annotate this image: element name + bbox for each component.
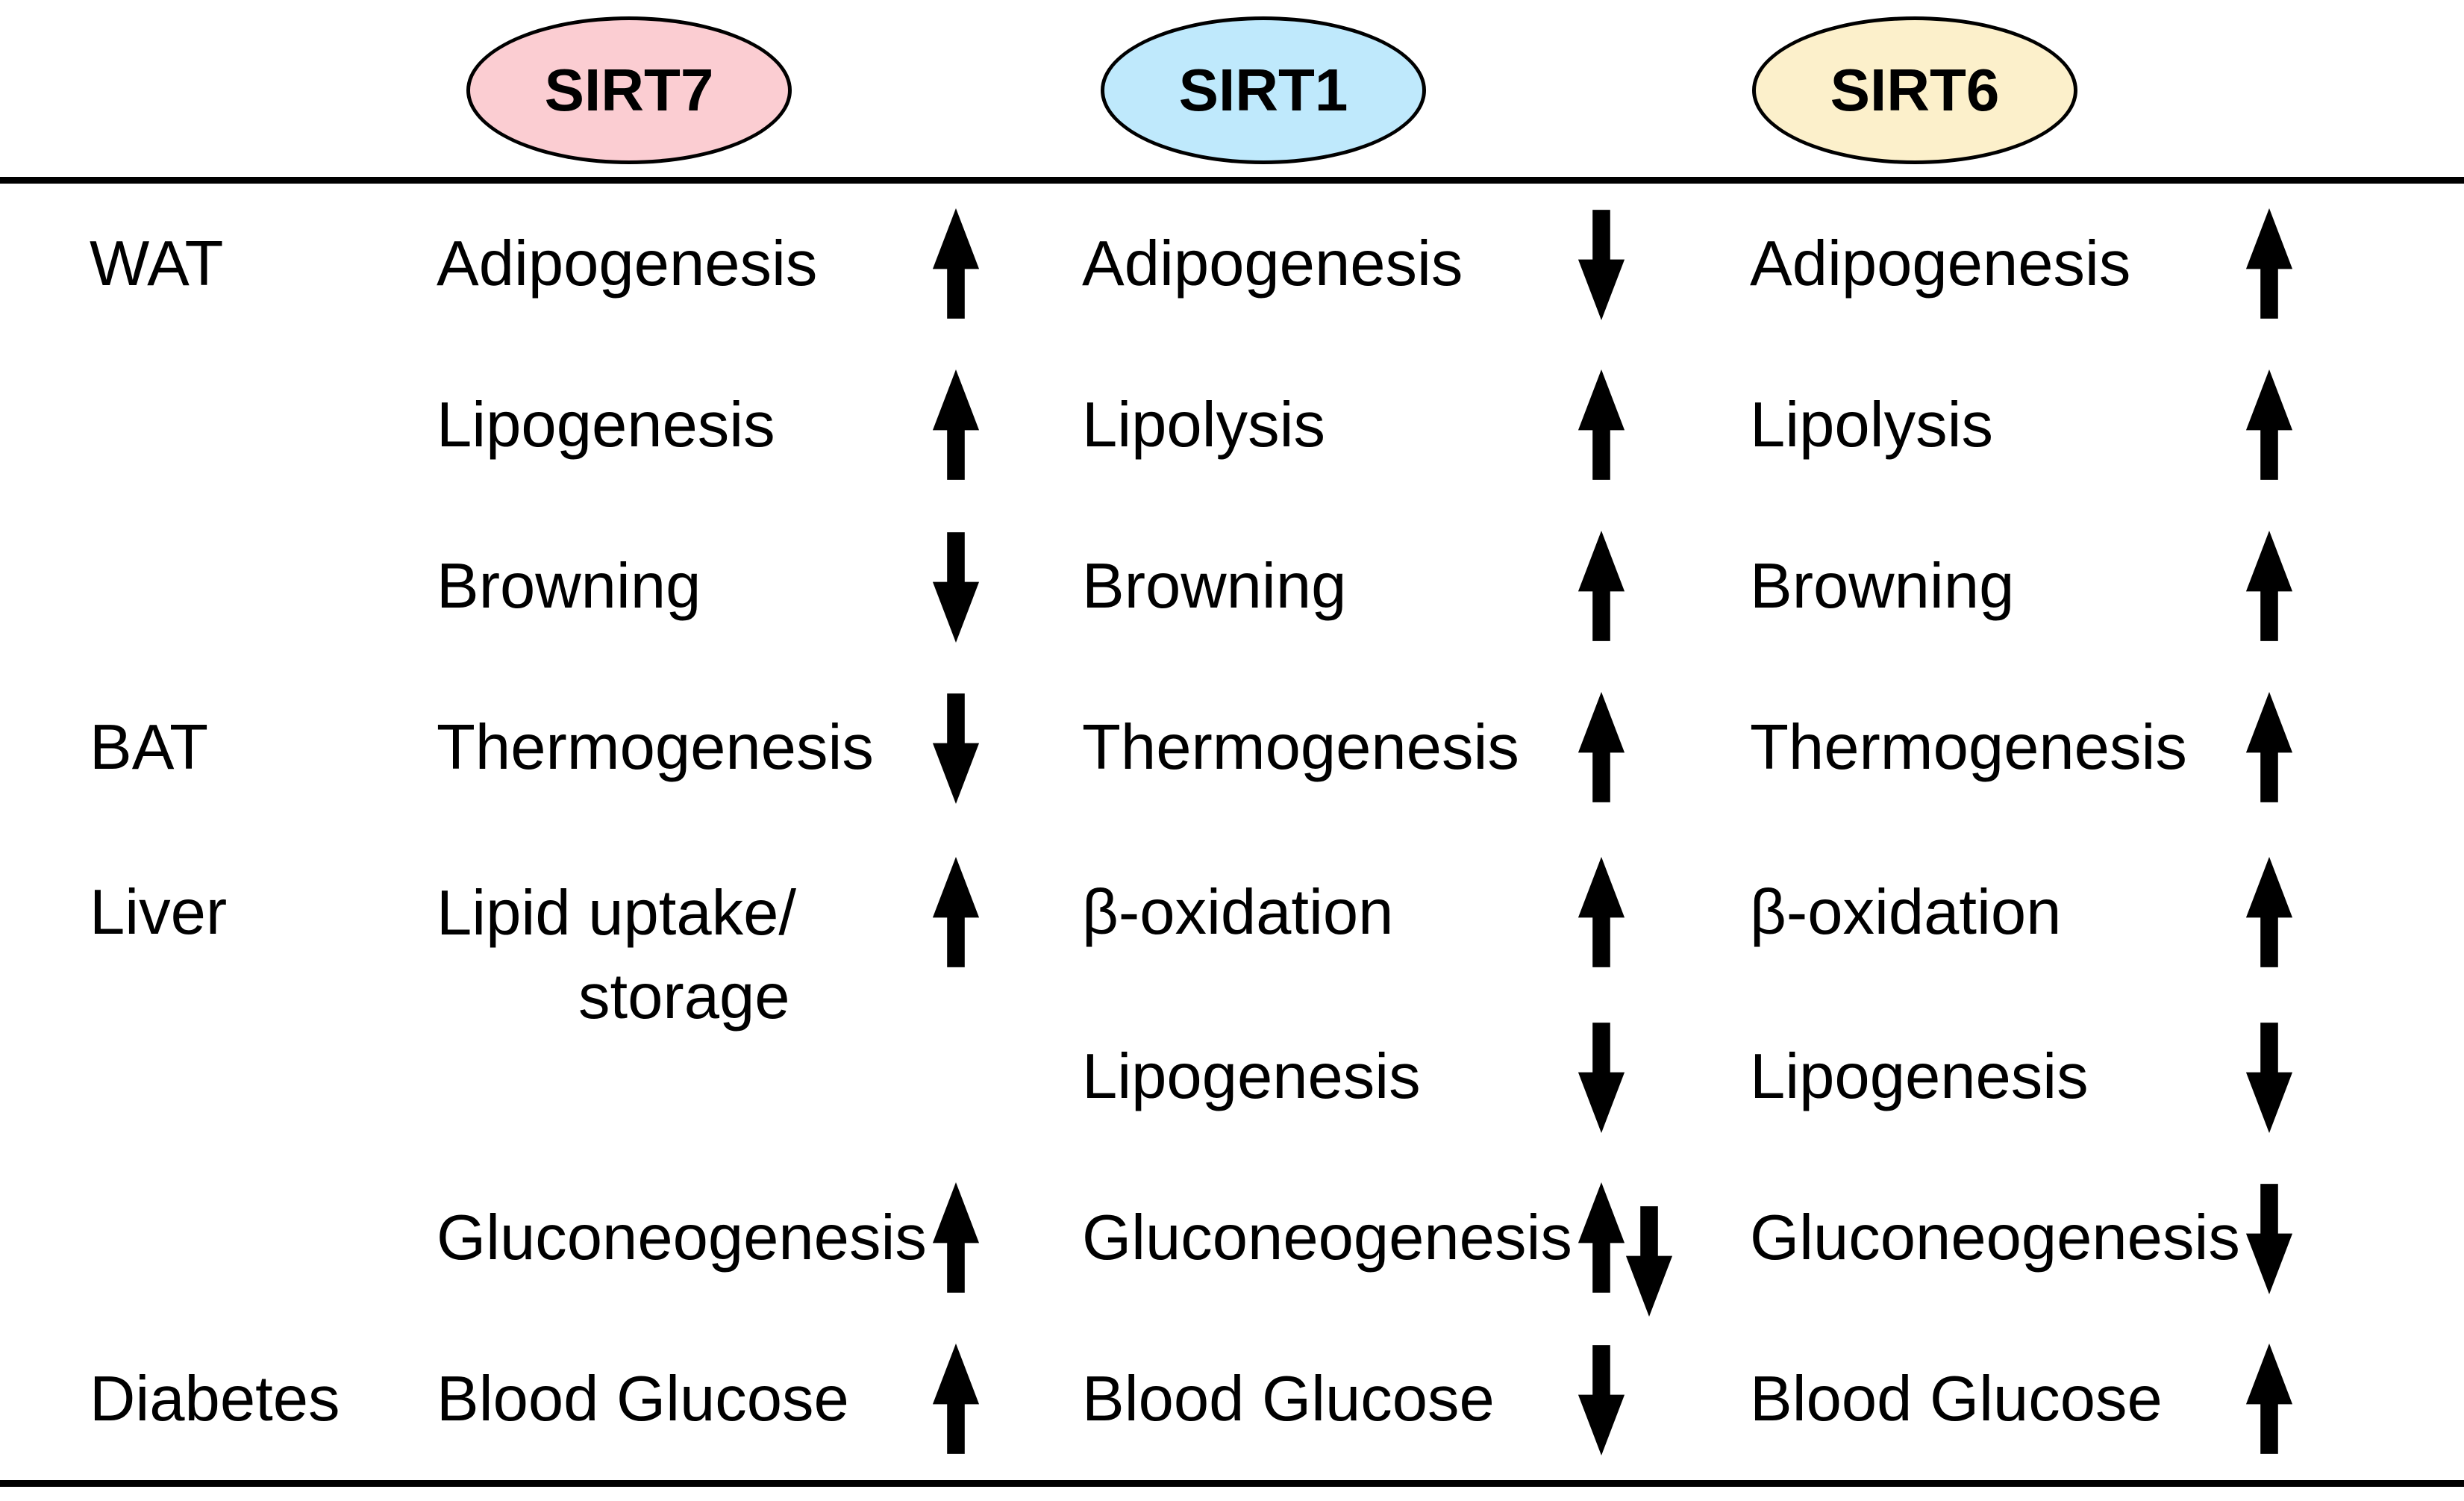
tissue-label: Liver — [90, 876, 228, 948]
direction-arrow — [2242, 506, 2464, 667]
direction-arrow — [2242, 667, 2464, 828]
tissue-label — [90, 506, 437, 667]
down-arrow-icon — [932, 693, 980, 805]
process-line2: storage — [578, 961, 790, 1032]
process-label: Adipogenesis — [437, 228, 818, 300]
process-label: Gluconeogenesis — [1082, 1202, 1572, 1273]
direction-arrow — [1575, 996, 1750, 1158]
up-arrow-icon — [2245, 208, 2293, 319]
up-arrow-icon — [2245, 692, 2293, 803]
process-label: Lipolysis — [1750, 390, 1993, 461]
sirt6-ellipse: SIRT6 — [1752, 16, 2077, 164]
left-margin — [0, 996, 90, 1158]
down-arrow-icon — [1577, 1022, 1625, 1133]
direction-arrow — [1575, 184, 1750, 345]
direction-arrow — [929, 184, 1082, 345]
down-arrow-icon — [932, 532, 980, 643]
up-arrow-icon — [1577, 531, 1625, 642]
process-label-two-line: Lipid uptake/ storage — [437, 872, 796, 1039]
tissue-label: Diabetes — [90, 1363, 340, 1435]
tissue-label: BAT — [90, 712, 209, 784]
up-arrow-icon — [932, 1182, 980, 1293]
process-label: Gluconeogenesis — [437, 1202, 927, 1273]
up-arrow-icon — [1577, 1182, 1625, 1293]
left-margin — [0, 829, 90, 996]
tissue-label — [90, 996, 437, 1158]
down-arrow-icon — [2245, 1022, 2293, 1133]
left-margin — [0, 1319, 90, 1480]
tissue-label — [90, 1158, 437, 1319]
bottom-divider — [0, 1480, 2464, 1487]
sirt1-ellipse: SIRT1 — [1101, 16, 1426, 164]
up-arrow-icon — [2245, 856, 2293, 967]
direction-arrow — [929, 345, 1082, 506]
direction-arrow — [2242, 184, 2464, 345]
process-label: Blood Glucose — [437, 1363, 849, 1435]
top-divider — [0, 177, 2464, 184]
process-label: Blood Glucose — [1750, 1363, 2163, 1435]
direction-arrow — [929, 667, 1082, 828]
process-label: β-oxidation — [1750, 876, 2062, 948]
left-margin — [0, 667, 90, 828]
direction-arrow — [929, 829, 1082, 996]
direction-arrow — [2242, 996, 2464, 1158]
direction-arrow — [1575, 345, 1750, 506]
process-label: Browning — [1750, 551, 2015, 622]
direction-arrow — [2242, 345, 2464, 506]
left-margin — [0, 184, 90, 345]
process-label: Thermogenesis — [437, 712, 874, 784]
process-label: Lipogenesis — [1082, 1040, 1421, 1112]
tissue-label — [90, 345, 437, 506]
direction-arrow — [929, 996, 1082, 1158]
direction-arrow — [2242, 1158, 2464, 1319]
process-label: Lipogenesis — [437, 390, 775, 461]
process-label: Browning — [437, 551, 701, 622]
process-label: Gluconeogenesis — [1750, 1202, 2240, 1273]
left-margin — [0, 1158, 90, 1319]
table-body: WAT Adipogenesis Adipogenesis Adipogenes… — [0, 184, 2464, 1480]
up-arrow-icon — [932, 369, 980, 481]
up-arrow-icon — [932, 1343, 980, 1454]
sirt7-ellipse: SIRT7 — [466, 16, 792, 164]
process-line1: Lipid uptake/ — [437, 877, 797, 949]
up-arrow-icon — [1577, 692, 1625, 803]
up-arrow-icon — [2245, 369, 2293, 481]
process-label: Adipogenesis — [1082, 228, 1463, 300]
direction-arrow — [929, 1319, 1082, 1480]
up-arrow-icon — [2245, 531, 2293, 642]
direction-arrow — [1575, 1319, 1750, 1480]
process-label: Adipogenesis — [1750, 228, 2131, 300]
process-label: β-oxidation — [1082, 876, 1394, 948]
direction-arrow — [929, 506, 1082, 667]
process-label: Thermogenesis — [1082, 712, 1519, 784]
direction-arrow — [929, 1158, 1082, 1319]
process-label: Lipolysis — [1082, 390, 1325, 461]
direction-arrow — [1575, 506, 1750, 667]
up-arrow-icon — [2245, 1343, 2293, 1454]
direction-arrow — [1575, 829, 1750, 996]
direction-arrow — [1575, 667, 1750, 828]
up-arrow-icon — [1577, 856, 1625, 967]
sirt6-label: SIRT6 — [1830, 57, 2000, 123]
direction-arrow — [2242, 1319, 2464, 1480]
process-label: Blood Glucose — [1082, 1363, 1495, 1435]
direction-arrow — [1575, 1158, 1750, 1319]
up-arrow-icon — [932, 208, 980, 319]
down-arrow-icon — [1577, 210, 1625, 321]
process-label: Lipid uptake/ storage — [437, 829, 929, 1032]
direction-arrow — [2242, 829, 2464, 996]
process-label: Browning — [1082, 551, 1347, 622]
tissue-label: WAT — [90, 228, 224, 300]
process-label: Thermogenesis — [1750, 712, 2187, 784]
sirt1-label: SIRT1 — [1178, 57, 1348, 123]
down-arrow-icon — [1577, 1345, 1625, 1455]
left-margin — [0, 506, 90, 667]
down-arrow-icon — [2245, 1183, 2293, 1294]
process-label: Lipogenesis — [1750, 1040, 2089, 1112]
up-arrow-icon — [932, 856, 980, 967]
up-arrow-icon — [1577, 369, 1625, 481]
sirt7-label: SIRT7 — [544, 57, 714, 123]
left-margin — [0, 345, 90, 506]
down-arrow-icon — [1625, 1205, 1673, 1317]
